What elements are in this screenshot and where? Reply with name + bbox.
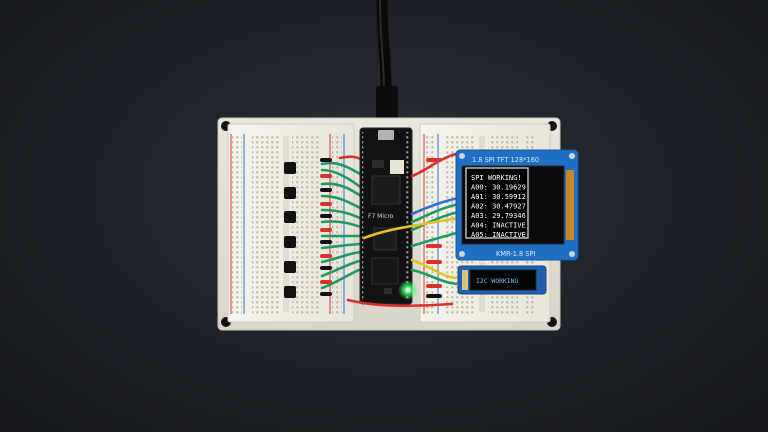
tft-line-5: A03: 29.79346 (471, 212, 526, 220)
tft-line-6: A04: INACTIVE (471, 222, 526, 230)
push-buttons (284, 162, 296, 298)
tft-line-7: A05: INACTIVE (471, 231, 526, 239)
board-label: F7 Micro (368, 213, 394, 220)
mcu-chip (371, 175, 401, 205)
tft-header-label: 1.8 SPI TFT 128*160 (472, 156, 539, 164)
oled-text: I2C WORKING (476, 277, 518, 285)
tft-screen (465, 167, 529, 239)
jst-connector (390, 160, 404, 174)
usb-cable (376, 0, 398, 126)
tft-line-2: A00: 30.19629 (471, 184, 526, 192)
oled-display-module: I2C WORKING (457, 265, 547, 295)
microcontroller-board: F7 Micro (359, 127, 418, 305)
tft-footer-label: KMR-1.8 SPI (496, 250, 535, 258)
jumper-wires-right (346, 152, 462, 308)
sd-card-slot (566, 170, 574, 240)
usb-connector (376, 86, 398, 122)
tft-line-4: A02: 30.47927 (471, 203, 526, 211)
tft-line-3: A01: 30.59912 (471, 193, 526, 201)
tft-display-module: 1.8 SPI TFT 128*160 SPI WORKING! A00: 30… (455, 149, 579, 261)
tft-line-1: SPI WORKING! (471, 174, 522, 182)
usb-port (378, 130, 394, 140)
status-led (405, 287, 411, 293)
